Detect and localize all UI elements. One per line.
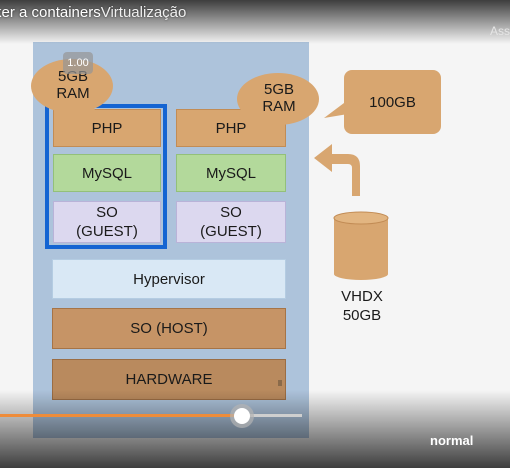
disk-cylinder-icon [333, 211, 389, 280]
vm1-guest-os-block: SO (GUEST) [53, 201, 161, 243]
vm2-ram-bubble-shape [237, 73, 319, 130]
video-title[interactable]: ker a containersVirtualização [0, 4, 186, 24]
vm1-mysql-block: MySQL [53, 154, 161, 192]
video-title-prefix: ker a containers [0, 4, 101, 21]
curved-arrow-icon [314, 144, 360, 196]
top-overlay [0, 0, 510, 44]
vm1-php-block: PHP [53, 109, 161, 147]
vhdx-disk-label: VHDX 50GB [341, 288, 383, 324]
vm2-ram-label: 5GB RAM [262, 81, 296, 115]
vm1-highlight-frame [45, 104, 167, 249]
progress-scrubber-handle[interactable] [234, 408, 250, 424]
vm2-guest-os-block: SO (GUEST) [176, 201, 286, 243]
progress-fill [0, 414, 242, 417]
top-right-label[interactable]: Ass [489, 24, 510, 38]
storage-callout-label: 100GB [369, 93, 416, 111]
playback-speed-badge[interactable]: 1.00 [63, 52, 93, 74]
video-title-main: Virtualização [100, 4, 187, 21]
quality-label[interactable]: normal [430, 433, 474, 448]
mouse-cursor-icon [278, 380, 282, 386]
vm1-ram-bubble-shape [31, 59, 113, 118]
host-os-block: SO (HOST) [52, 308, 286, 349]
storage-callout-shape [324, 70, 441, 134]
bottom-overlay [0, 390, 510, 468]
hypervisor-block: Hypervisor [52, 259, 286, 299]
vm2-mysql-block: MySQL [176, 154, 286, 192]
